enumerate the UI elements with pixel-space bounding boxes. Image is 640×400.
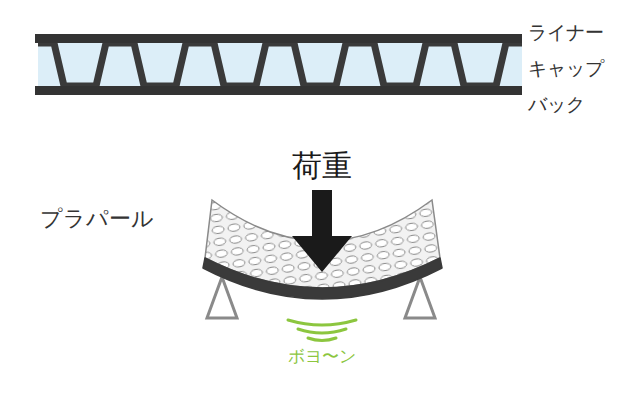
sound-label: ボヨ〜ン [288, 346, 356, 366]
back-layer [35, 86, 522, 95]
cap-flute [38, 43, 522, 86]
layer-label: バック [528, 93, 585, 116]
support-left [207, 277, 237, 318]
vibration-arc [298, 329, 346, 333]
board-core [38, 42, 522, 88]
vibration-arc [308, 338, 336, 341]
material-label: プラパール [40, 206, 154, 232]
layer-label: キャップ [528, 57, 604, 80]
layer-label: ライナー [528, 21, 604, 44]
load-label: 荷重 [292, 148, 352, 184]
vibration-arc [288, 320, 356, 325]
liner-layer [35, 34, 522, 43]
load-arrow [292, 190, 352, 272]
